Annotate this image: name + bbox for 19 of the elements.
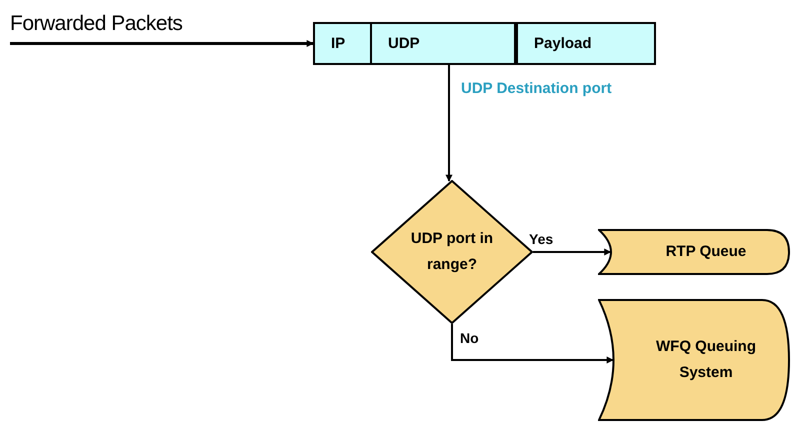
node-label: RTP Queue xyxy=(666,242,746,262)
node-label: UDP xyxy=(388,34,420,54)
node-label: UDP port in range? xyxy=(410,229,494,275)
arrow xyxy=(451,324,614,364)
edge-label: Forwarded Packets xyxy=(10,11,182,37)
node-label: WFQ Queuing System xyxy=(656,337,756,383)
arrow xyxy=(10,40,314,47)
edge-label: Yes xyxy=(529,230,554,249)
edge-label: No xyxy=(460,329,479,348)
packet-field xyxy=(516,22,656,65)
node-label: Payload xyxy=(534,34,592,54)
node-label: IP xyxy=(331,34,346,54)
packet-field xyxy=(313,22,372,65)
queue-shape xyxy=(598,299,790,421)
packet-field xyxy=(370,22,516,65)
arrow xyxy=(446,65,452,182)
queue-shape xyxy=(598,229,790,275)
arrow xyxy=(533,248,612,256)
edge-label: UDP Destination port xyxy=(461,79,612,99)
